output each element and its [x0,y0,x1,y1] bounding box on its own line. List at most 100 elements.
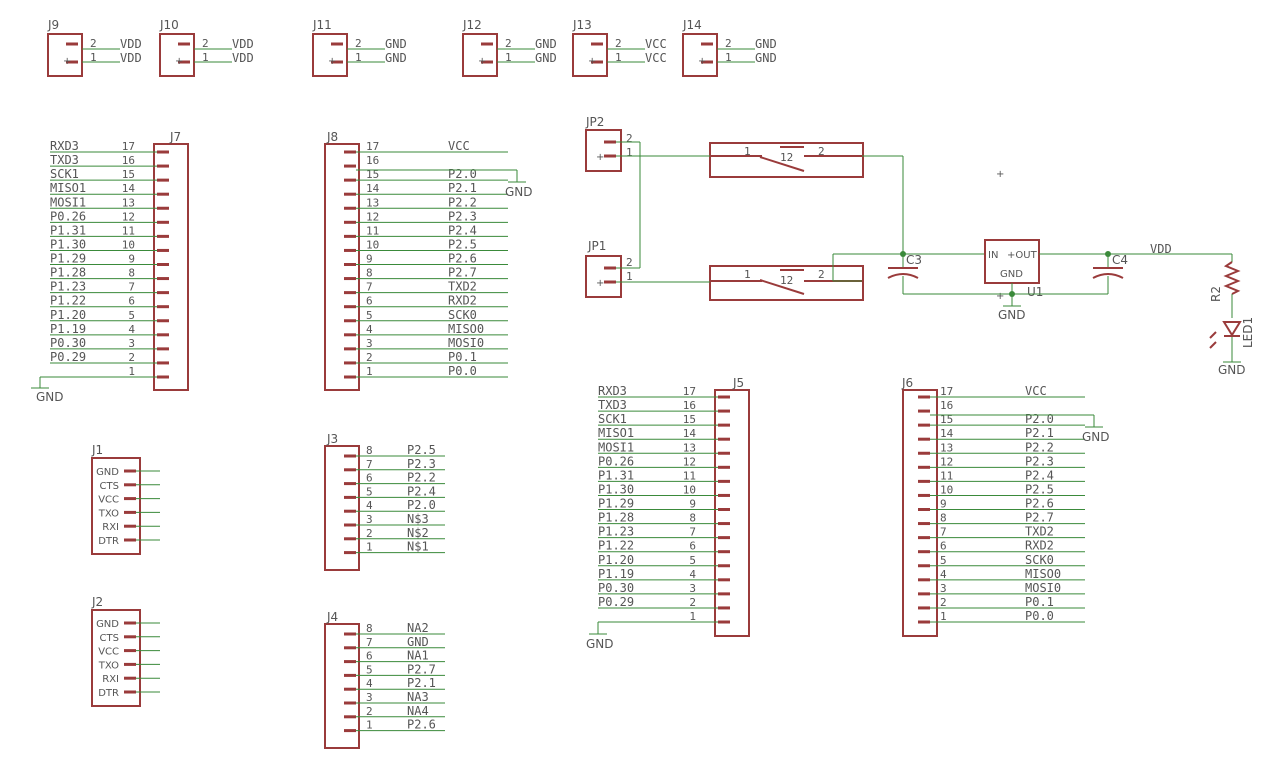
net-label: GND [407,635,429,649]
pin-number: 3 [689,582,696,595]
pin-number: 1 [366,719,373,732]
pin-number: 1 [366,365,373,378]
led-name: LED1 [1241,317,1255,348]
pin-number: 16 [940,399,953,412]
pin-number: 4 [366,677,373,690]
pin-pad [344,277,356,281]
header-name: J1 [91,443,103,457]
pin-pad [344,468,356,472]
pin-number: 15 [366,168,379,181]
pin-number: 8 [128,267,135,280]
switch-pin: 2 [818,268,825,281]
net-label: P1.23 [50,280,86,294]
net-label: TXD3 [598,398,627,412]
pin-number: 1 [90,51,97,64]
net-label: P1.22 [50,294,86,308]
led-arrow [1209,341,1217,349]
net-label: P1.20 [598,553,634,567]
pin-pad [344,632,356,636]
net-label: P1.28 [50,266,86,280]
pin-pad [344,291,356,295]
pin-number: 3 [366,513,373,526]
pin-number: 12 [366,210,379,223]
pin-pad [481,60,493,64]
pin-pad [481,42,493,46]
pin-number: 14 [122,182,136,195]
net-label: VDD [232,51,254,65]
pin-marker: + [175,56,183,67]
pin-pad [918,522,930,526]
net-label: P2.3 [448,209,477,223]
pin-pad [331,42,343,46]
pin-marker: + [328,56,336,67]
pin-number: 2 [128,351,135,364]
pin-pad [344,495,356,499]
regulator-name: U1 [1027,285,1043,299]
pin-number: 7 [366,636,373,649]
header-j8-body [324,143,360,391]
regulator-pin: +OUT [1007,250,1038,261]
pin-pad [718,592,730,596]
pin-pad [66,60,78,64]
pin-number: 2 [366,527,373,540]
net-label: VCC [1025,384,1047,398]
net-label: P2.7 [448,266,477,280]
header-name: J5 [732,376,744,390]
pin-pad [344,646,356,650]
switch-label: 12 [780,151,793,164]
net-label: GND [535,37,557,51]
pin-pad [124,662,136,666]
net-label: P0.29 [598,595,634,609]
pin-number: 5 [366,309,373,322]
pin-pad [718,578,730,582]
pin-pad [157,305,169,309]
header-j10-body [159,33,195,77]
pin-pad [124,649,136,653]
net-label: VDD [120,51,142,65]
pin-number: 9 [689,498,696,511]
net-label: MISO0 [1025,567,1061,581]
pin-pad [918,395,930,399]
net-label: P1.28 [598,511,634,525]
net-label: P2.2 [1025,440,1054,454]
pin-number: 2 [366,351,373,364]
pin-number: 7 [128,281,135,294]
net-label: P0.0 [448,364,477,378]
pin-pad [344,347,356,351]
pin-number: 8 [940,512,947,525]
pin-pad [344,454,356,458]
pin-pad [157,347,169,351]
header-j9-body [47,33,83,77]
pin-number: 6 [940,540,947,553]
pin-pad [918,437,930,441]
pin-number: 1 [626,270,633,283]
pin-number: 2 [505,37,512,50]
pin-pad [604,140,616,144]
pin-pad [918,493,930,497]
net-label: P0.0 [1025,609,1054,623]
header-name: J7 [169,130,181,144]
net-label: P2.4 [1025,468,1054,482]
pin-number: 2 [615,37,622,50]
net-label: P2.1 [448,181,477,195]
header-j12-body [462,33,498,77]
pin-number: 9 [128,253,135,266]
pin-number: 1 [366,541,373,554]
pin-label: DTR [98,688,119,699]
pin-pad [157,178,169,182]
net-label: P1.30 [50,237,86,251]
jumper-jp1-body [585,255,622,298]
pin-label: TXO [98,660,119,671]
pin-number: 8 [366,267,373,280]
net-label: P2.7 [1025,511,1054,525]
pin-number: 17 [683,385,696,398]
pin-number: 10 [122,238,135,251]
net-label: P2.2 [448,195,477,209]
pin-label: RXI [102,522,119,533]
net-label: P0.1 [448,350,477,364]
pin-pad [344,263,356,266]
pin-pad [604,280,616,284]
pin-pad [344,375,356,379]
pin-number: 3 [128,337,135,350]
net-label: P0.1 [1025,595,1054,609]
